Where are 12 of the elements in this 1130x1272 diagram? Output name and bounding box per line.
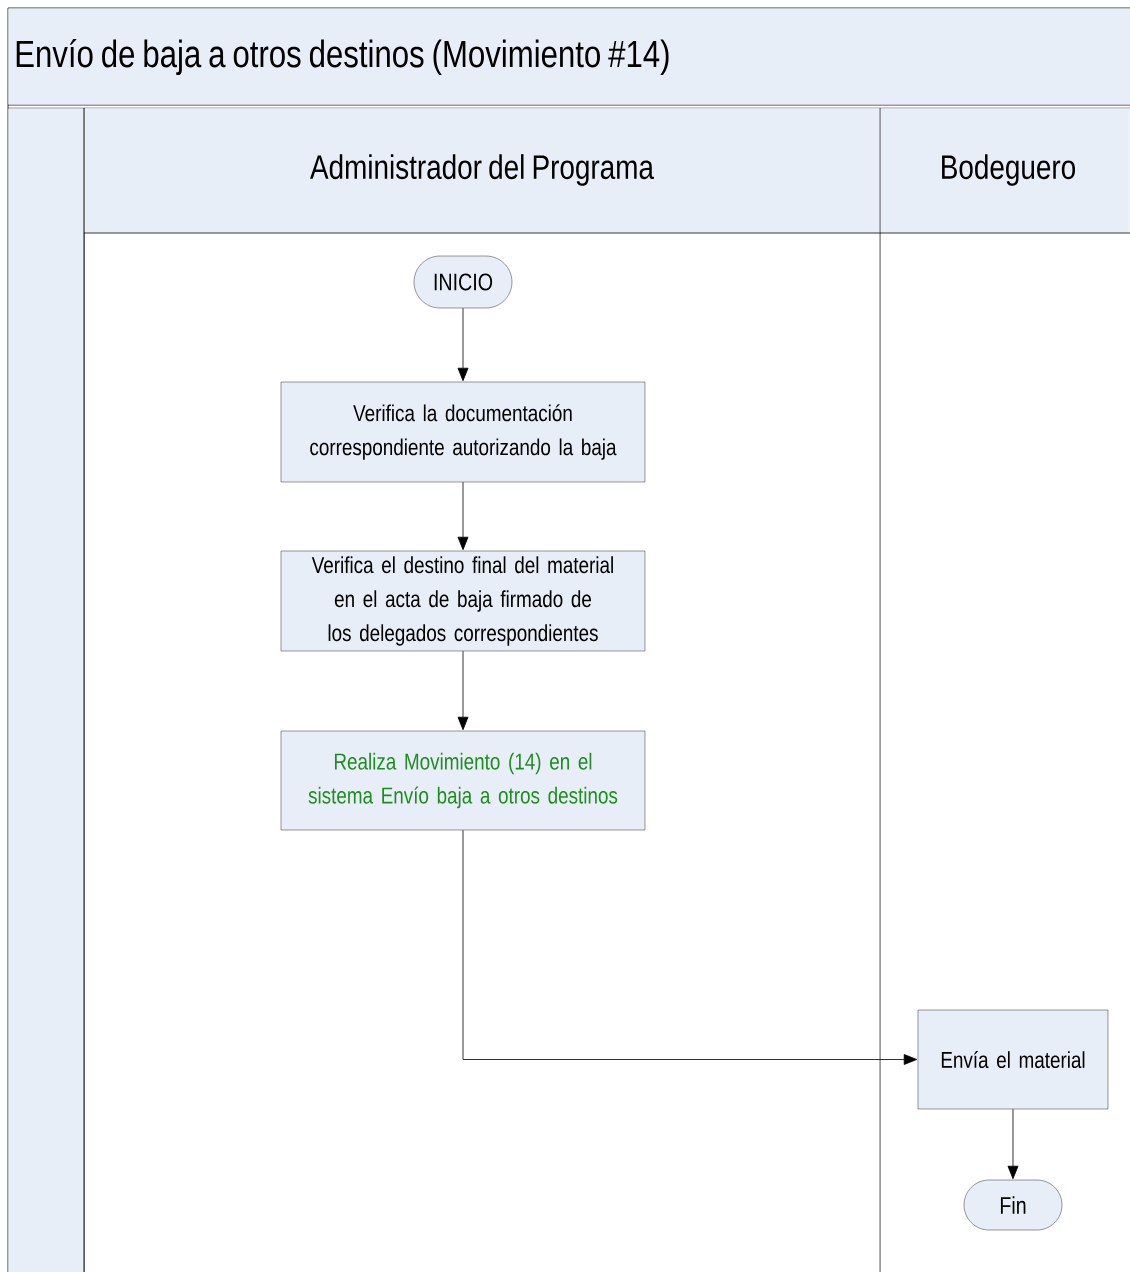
terminator: Fin xyxy=(963,1179,1063,1231)
process-box: Verifica el destino final del material en el acta de baja firmado de los delegados correspondientes xyxy=(280,550,646,652)
arrow xyxy=(457,307,469,382)
terminator: INICIO xyxy=(413,255,513,309)
arrow xyxy=(1007,1108,1019,1180)
arrow xyxy=(457,650,469,731)
process-box: Verifica la documentación correspondiente autorizando la baja xyxy=(280,381,646,483)
title-band: Envío de baja a otros destinos (Movimiento #14) xyxy=(7,8,1130,109)
arrow xyxy=(457,481,469,551)
process-box: Realiza Movimiento (14) en el sistema Envío baja a otros destinos xyxy=(280,730,646,831)
arrow xyxy=(462,829,918,1065)
process-box: Envía el material xyxy=(917,1009,1109,1110)
